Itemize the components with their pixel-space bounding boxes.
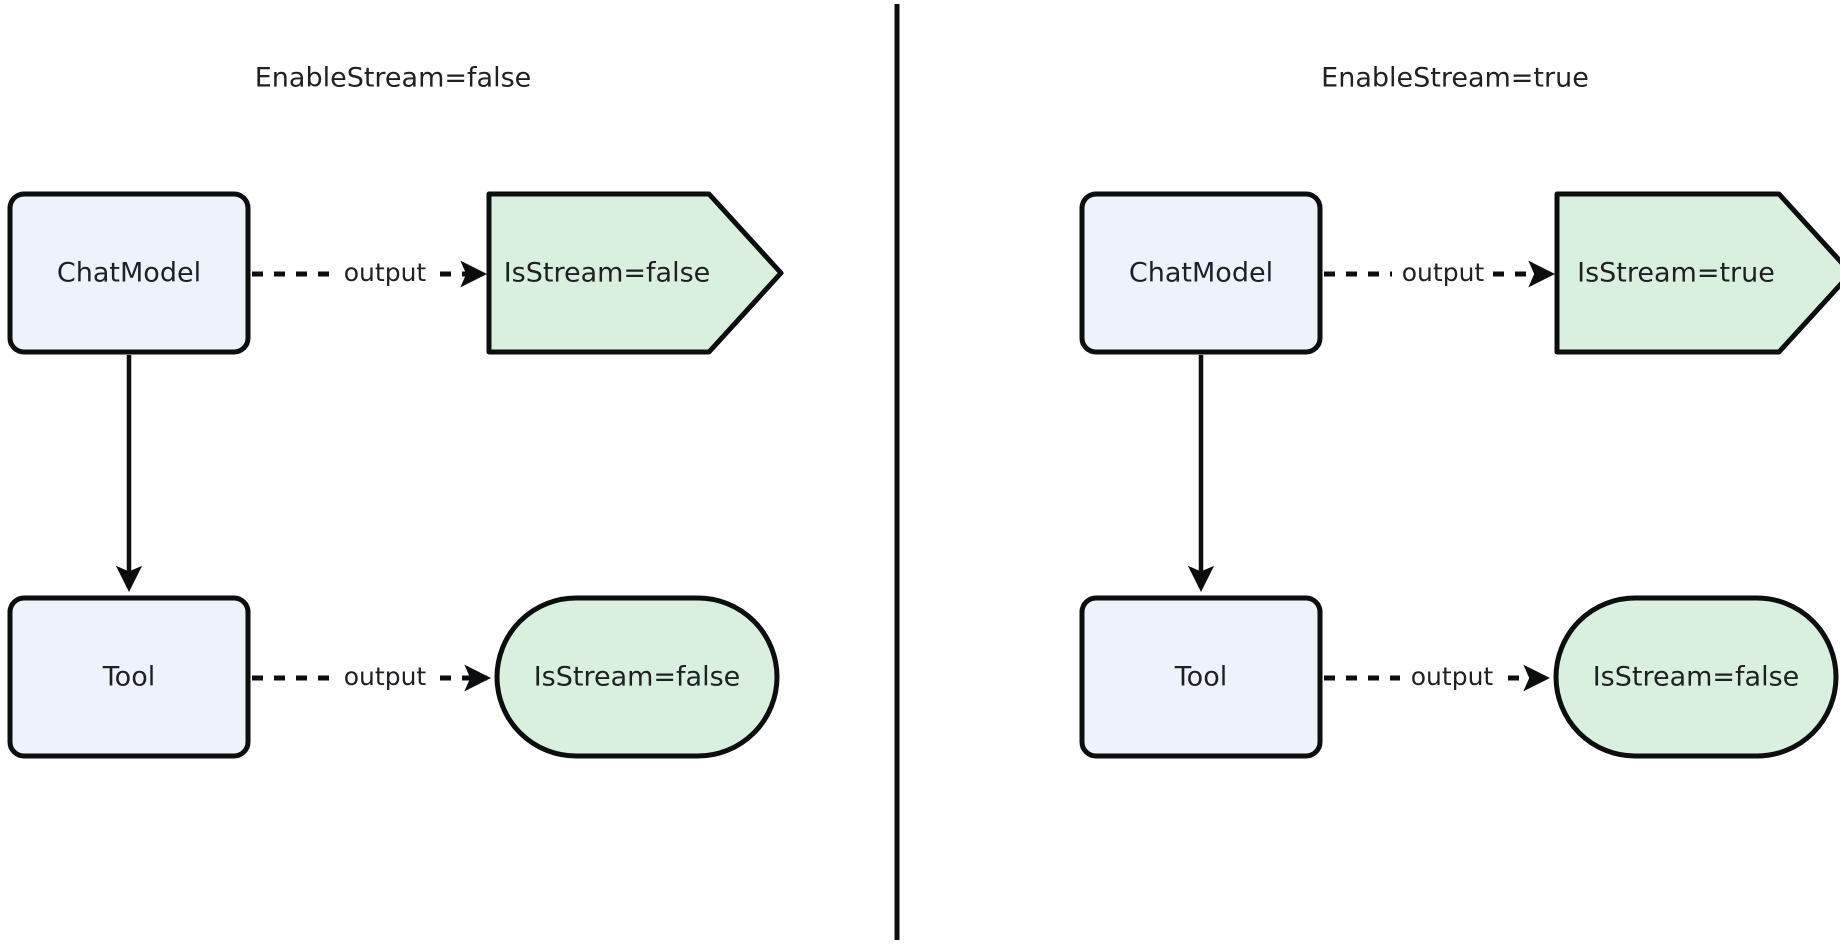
node-result-tool-left-label: IsStream=false	[534, 662, 741, 693]
edge-tool-result-left-label: output	[344, 662, 427, 691]
edge-tool-result-right-label: output	[1411, 662, 1494, 691]
node-result-chatmodel-right[interactable]: IsStream=true	[1554, 191, 1840, 355]
node-result-chatmodel-right-shape	[1554, 191, 1840, 355]
panel-title-right: EnableStream=true	[1321, 63, 1589, 94]
node-tool-left[interactable]: Tool	[7, 595, 251, 759]
node-result-tool-left[interactable]: IsStream=false	[494, 595, 780, 759]
node-chatmodel-left[interactable]: ChatModel	[7, 191, 251, 355]
panel-left: EnableStream=false ChatModel output IsSt…	[7, 63, 784, 759]
node-result-chatmodel-left[interactable]: IsStream=false	[486, 191, 784, 355]
node-tool-left-shape	[7, 595, 251, 759]
panel-right: EnableStream=true ChatModel output IsStr…	[1079, 63, 1840, 759]
edge-chatmodel-result-right[interactable]: output	[1324, 258, 1556, 288]
node-result-tool-right-label: IsStream=false	[1593, 662, 1800, 693]
node-tool-right[interactable]: Tool	[1079, 595, 1323, 759]
edge-tool-result-right[interactable]: output	[1324, 662, 1551, 692]
node-chatmodel-right-shape	[1079, 191, 1323, 355]
node-result-tool-right[interactable]: IsStream=false	[1553, 595, 1839, 759]
node-tool-right-label: Tool	[1174, 662, 1227, 693]
edge-chatmodel-result-left[interactable]: output	[252, 258, 488, 288]
node-tool-left-label: Tool	[102, 662, 155, 693]
panel-title-left: EnableStream=false	[255, 63, 532, 94]
node-chatmodel-right-label: ChatModel	[1129, 258, 1273, 289]
node-chatmodel-left-label: ChatModel	[57, 258, 201, 289]
node-result-chatmodel-left-shape	[486, 191, 784, 355]
node-tool-right-shape	[1079, 595, 1323, 759]
node-result-tool-right-shape	[1553, 595, 1839, 759]
edge-tool-result-left[interactable]: output	[252, 662, 492, 692]
edge-chatmodel-result-right-label: output	[1402, 258, 1485, 287]
node-result-chatmodel-left-label: IsStream=false	[504, 258, 711, 289]
node-result-tool-left-shape	[494, 595, 780, 759]
edge-chatmodel-result-left-label: output	[344, 258, 427, 287]
node-chatmodel-right[interactable]: ChatModel	[1079, 191, 1323, 355]
node-result-chatmodel-right-label: IsStream=true	[1577, 258, 1775, 289]
node-chatmodel-left-shape	[7, 191, 251, 355]
